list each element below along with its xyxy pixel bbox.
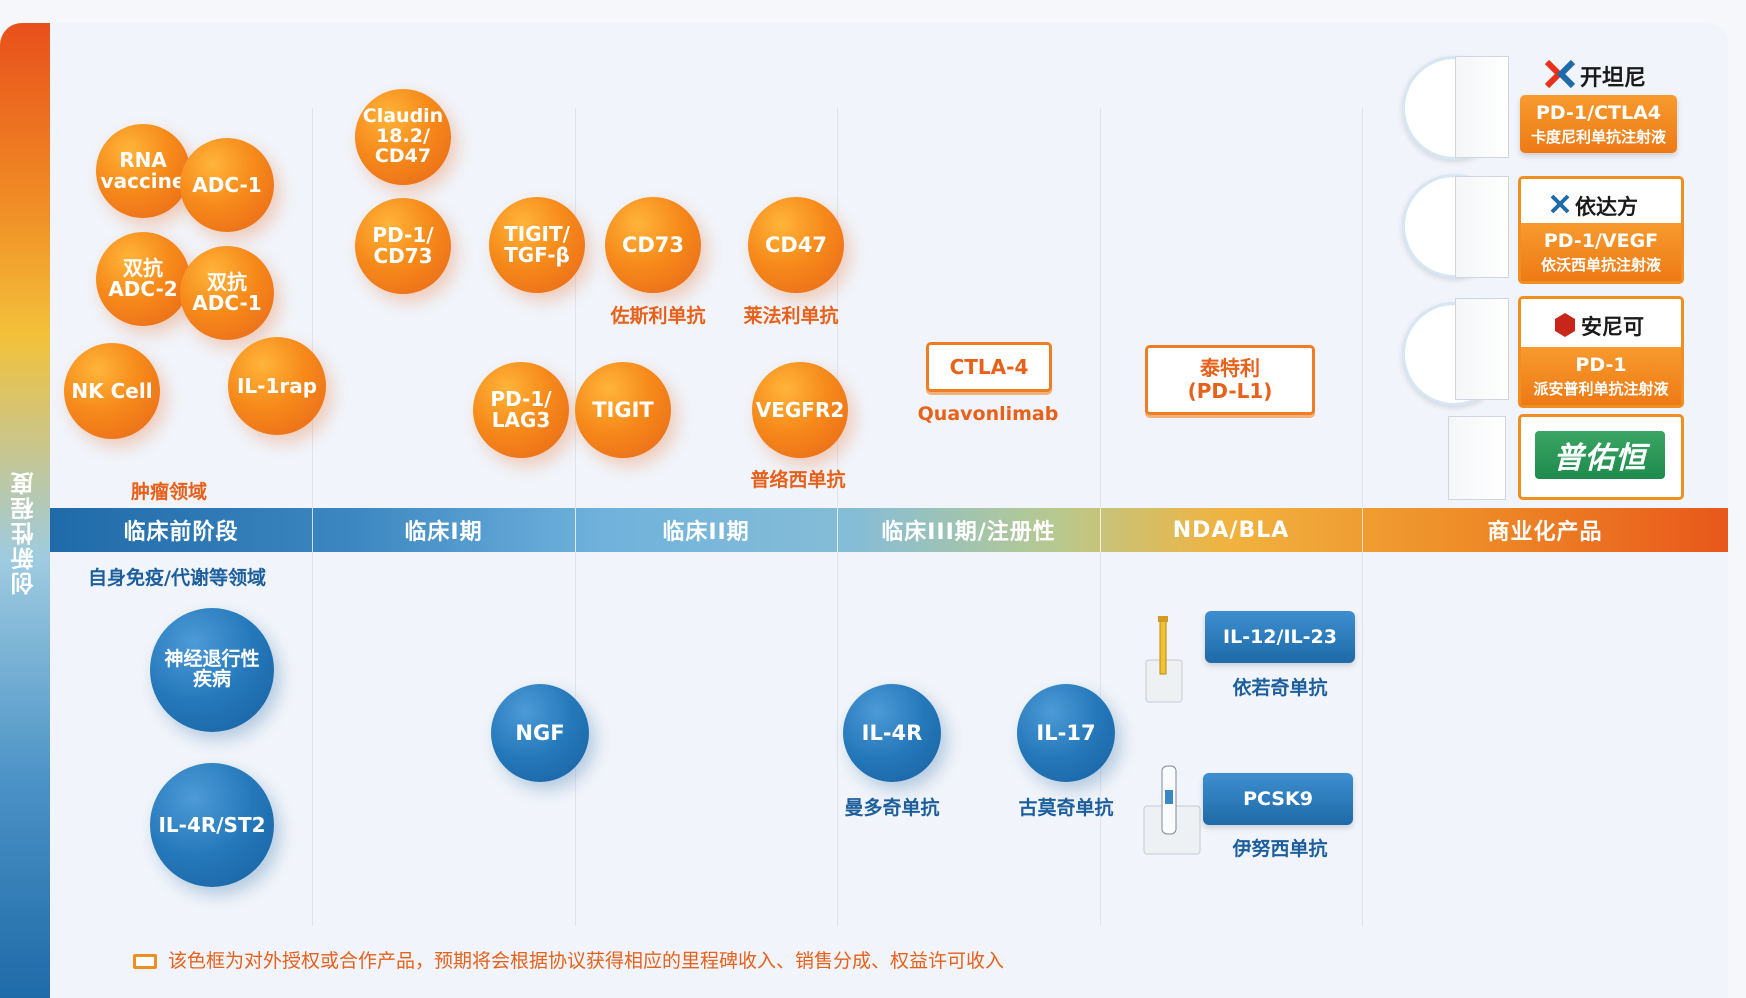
drug-name-caption: Quavonlimab — [917, 403, 1059, 425]
phase-bar-divider — [575, 508, 576, 552]
target-circle: VEGFR2 — [752, 362, 848, 458]
product-name: 依沃西单抗注射液 — [1540, 255, 1661, 274]
phase-2: 临床II期 — [662, 520, 750, 545]
target-circle: CD47 — [748, 197, 844, 293]
phase-bar-divider — [1100, 508, 1101, 552]
phase-bar-divider — [1362, 508, 1363, 552]
brand-name: 安尼可 — [1581, 315, 1644, 339]
commercial-product-card: 安尼可 PD-1 派安普利单抗注射液 — [1518, 296, 1684, 408]
target-circle: PD-1/ LAG3 — [473, 362, 569, 458]
target-circle: Claudin 18.2/ CD47 — [355, 89, 451, 185]
target-circle: 双抗 ADC-1 — [180, 246, 274, 340]
drug-name-caption: 依若奇单抗 — [1232, 677, 1328, 699]
target-circle: NGF — [491, 684, 589, 782]
phase-nda-bla: NDA/BLA — [1172, 517, 1290, 543]
phase-3: 临床III期/注册性 — [881, 520, 1056, 545]
phase-bar-divider — [837, 508, 838, 552]
brand-name: 开坦尼 — [1580, 66, 1647, 91]
brand-name: 依达方 — [1575, 195, 1638, 219]
target-circle: TIGIT — [575, 362, 671, 458]
partner-target-box: 泰特利 (PD-L1) — [1145, 345, 1315, 415]
target-circle: ADC-1 — [180, 138, 274, 232]
drug-name-caption: 普络西单抗 — [750, 469, 846, 491]
innovation-axis-label: 创新性程度 — [12, 470, 38, 596]
oncology-section-label: 肿瘤领域 — [131, 481, 208, 503]
brand-logo-icon — [1555, 313, 1575, 337]
target-circle: IL-17 — [1017, 684, 1115, 782]
phase-1: 临床I期 — [404, 520, 483, 545]
phase-bar-divider — [312, 508, 313, 552]
drug-name-caption: 莱法利单抗 — [743, 305, 839, 327]
approved-target-box: PCSK9 — [1203, 773, 1353, 825]
phase-preclinical: 临床前阶段 — [123, 520, 239, 545]
phase-bar: 临床前阶段 临床I期 临床II期 临床III期/注册性 NDA/BLA 商业化产… — [50, 508, 1728, 552]
immunology-section-label: 自身免疫/代谢等领域 — [88, 567, 266, 589]
phase-commercial: 商业化产品 — [1487, 520, 1603, 545]
target-circle: RNA vaccine — [96, 124, 190, 218]
product-label-band: PD-1 派安普利单抗注射液 — [1521, 347, 1681, 405]
commercial-product-card: 普佑恒 — [1518, 414, 1684, 500]
brand-logo-band: 普佑恒 — [1535, 431, 1665, 479]
drug-name-caption: 伊努西单抗 — [1232, 838, 1328, 860]
target-circle: CD73 — [605, 197, 701, 293]
product-target: PD-1 — [1575, 353, 1627, 376]
target-circle: IL-4R — [843, 684, 941, 782]
drug-name-caption: 佐斯利单抗 — [610, 305, 706, 327]
target-circle: PD-1/ CD73 — [355, 198, 451, 294]
innovation-axis — [0, 23, 50, 998]
partner-target-box: CTLA-4 — [926, 342, 1052, 392]
product-name: 派安普利单抗注射液 — [1533, 379, 1669, 398]
product-box-image — [1455, 56, 1509, 158]
target-circle: 双抗 ADC-2 — [96, 232, 190, 326]
brand-name: 普佑恒 — [1553, 441, 1647, 476]
target-circle: 神经退行性 疾病 — [150, 608, 274, 732]
autoinjector-icon — [1143, 765, 1201, 855]
target-circle: IL-4R/ST2 — [150, 763, 274, 887]
product-box-image — [1455, 298, 1509, 400]
product-box-image — [1448, 416, 1506, 500]
product-target: PD-1/VEGF — [1543, 229, 1659, 252]
target-circle: TIGIT/ TGF-β — [489, 197, 585, 293]
drug-name-caption: 曼多奇单抗 — [844, 797, 940, 819]
commercial-product-card: 依达方 PD-1/VEGF 依沃西单抗注射液 — [1518, 176, 1684, 284]
brand-logo-icon — [1550, 194, 1570, 214]
commercial-product-card: PD-1/CTLA4 卡度尼利单抗注射液 — [1520, 95, 1677, 153]
target-circle: IL-1rap — [228, 337, 326, 435]
product-name: 卡度尼利单抗注射液 — [1530, 127, 1666, 146]
brand-logo-icon — [1544, 59, 1576, 89]
injection-pen-icon — [1145, 616, 1183, 703]
product-target: PD-1/CTLA4 — [1535, 101, 1662, 124]
partner-legend-icon — [133, 954, 157, 969]
product-box-image — [1455, 176, 1509, 278]
target-circle: NK Cell — [64, 343, 160, 439]
approved-target-box: IL-12/IL-23 — [1205, 611, 1355, 663]
partner-legend-text: 该色框为对外授权或合作产品，预期将会根据协议获得相应的里程碑收入、销售分成、权益… — [168, 950, 1005, 972]
product-label-band: PD-1/VEGF 依沃西单抗注射液 — [1521, 223, 1681, 281]
drug-name-caption: 古莫奇单抗 — [1018, 797, 1114, 819]
